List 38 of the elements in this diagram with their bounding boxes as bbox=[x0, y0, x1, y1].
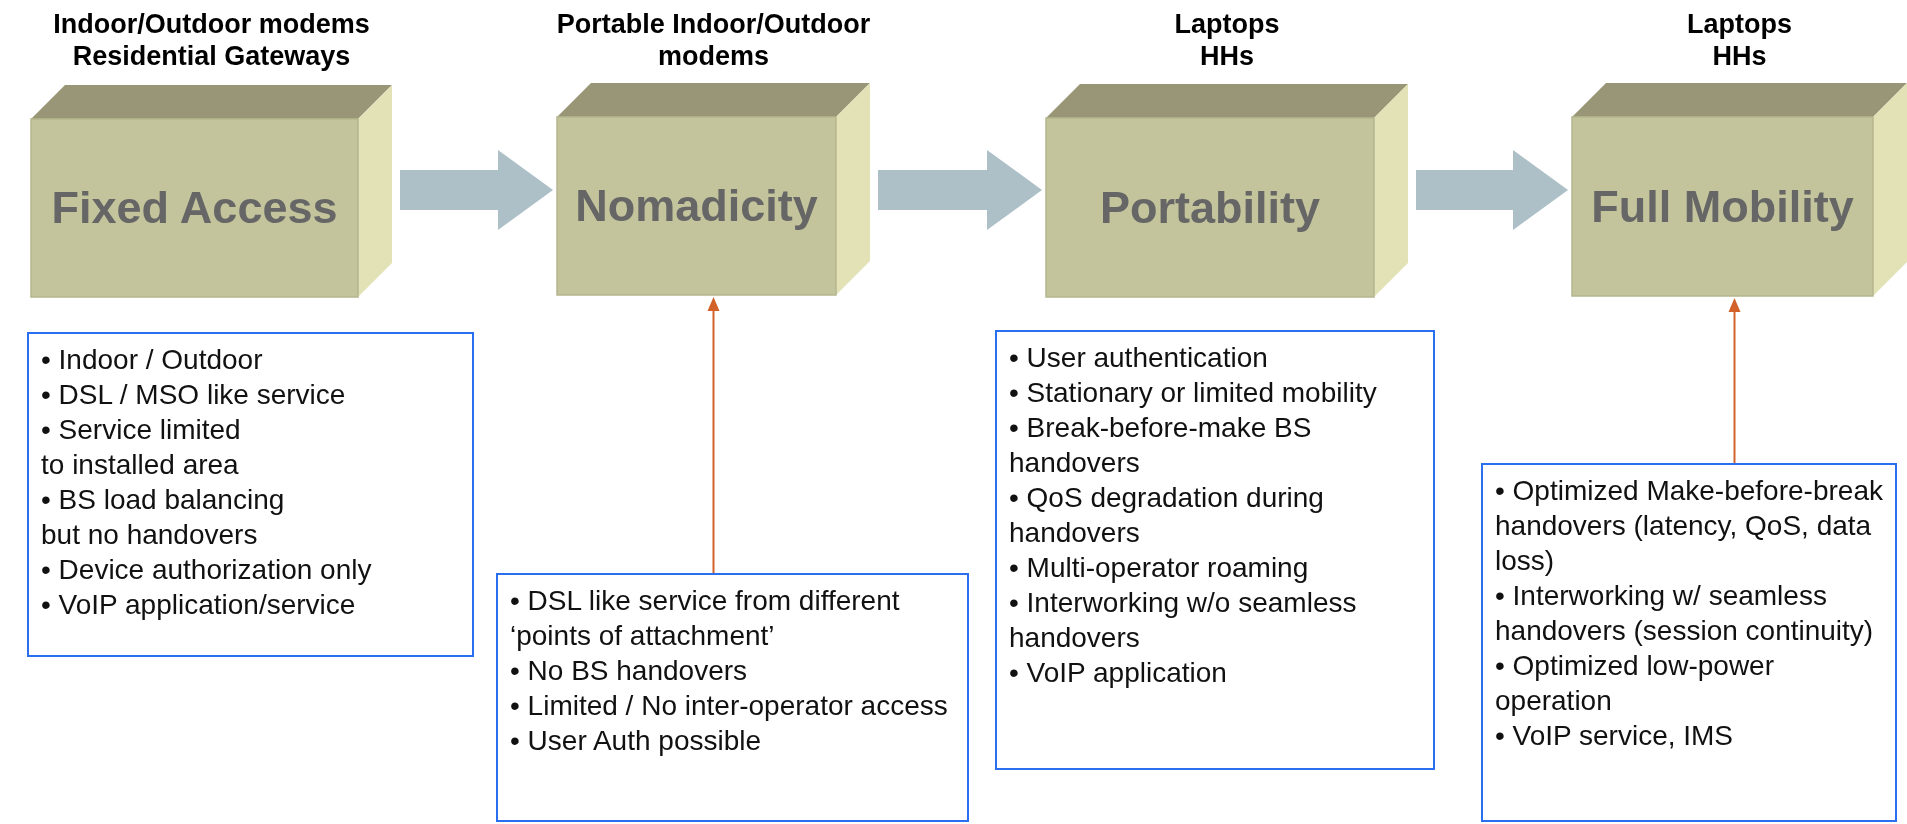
stage-title: Nomadicity bbox=[574, 179, 819, 233]
block-arrow bbox=[1416, 150, 1568, 230]
list-item: • VoIP application bbox=[1009, 656, 1228, 690]
feature-list-box bbox=[27, 332, 474, 657]
list-item: • User authentication bbox=[1009, 341, 1269, 375]
list-item: • Optimized low-power operation bbox=[1495, 649, 1775, 718]
list-item: • DSL / MSO like service bbox=[41, 378, 347, 412]
list-item: • Interworking w/ seamless handovers (session continuity) bbox=[1495, 579, 1875, 648]
list-item: • Service limited to installed area bbox=[41, 413, 242, 482]
list-item: • Indoor / Outdoor bbox=[41, 343, 264, 377]
list-item: • Stationary or limited mobility bbox=[1009, 376, 1378, 410]
stage-title: Full Mobility bbox=[1590, 179, 1855, 234]
list-item: • Multi-operator roaming bbox=[1009, 551, 1310, 585]
feature-list-box bbox=[1481, 463, 1897, 822]
arrow bbox=[1728, 298, 1741, 464]
list-item: • VoIP application/service bbox=[41, 588, 357, 622]
device-heading: Laptops HHs bbox=[1173, 8, 1281, 72]
feature-list-box bbox=[496, 573, 969, 822]
device-heading: Indoor/Outdoor modems Residential Gateways bbox=[52, 8, 371, 72]
arrow bbox=[707, 297, 720, 574]
list-item: • QoS degradation during handovers bbox=[1009, 481, 1325, 550]
list-item: • DSL like service from different ‘points of attachment’ bbox=[510, 584, 901, 653]
list-item: • VoIP service, IMS bbox=[1495, 719, 1735, 753]
feature-list-box bbox=[995, 330, 1435, 770]
list-item: • Break-before-make BS handovers bbox=[1009, 411, 1313, 480]
list-item: • Interworking w/o seamless handovers bbox=[1009, 586, 1358, 655]
block-arrow bbox=[400, 150, 553, 230]
list-item: • Device authorization only bbox=[41, 553, 373, 587]
list-item: • No BS handovers bbox=[510, 654, 749, 688]
list-item: • Optimized Make-before-break handovers (latency, QoS, data loss) bbox=[1495, 474, 1883, 578]
list-item: • Limited / No inter-operator access bbox=[510, 689, 949, 723]
block-arrow bbox=[878, 150, 1042, 230]
device-heading: Portable Indoor/Outdoor modems bbox=[555, 8, 872, 72]
device-heading: Laptops HHs bbox=[1686, 8, 1793, 72]
stage-title: Fixed Access bbox=[50, 181, 339, 235]
stage-title: Portability bbox=[1098, 180, 1321, 235]
list-item: • BS load balancing but no handovers bbox=[41, 483, 286, 552]
list-item: • User Auth possible bbox=[510, 724, 763, 758]
